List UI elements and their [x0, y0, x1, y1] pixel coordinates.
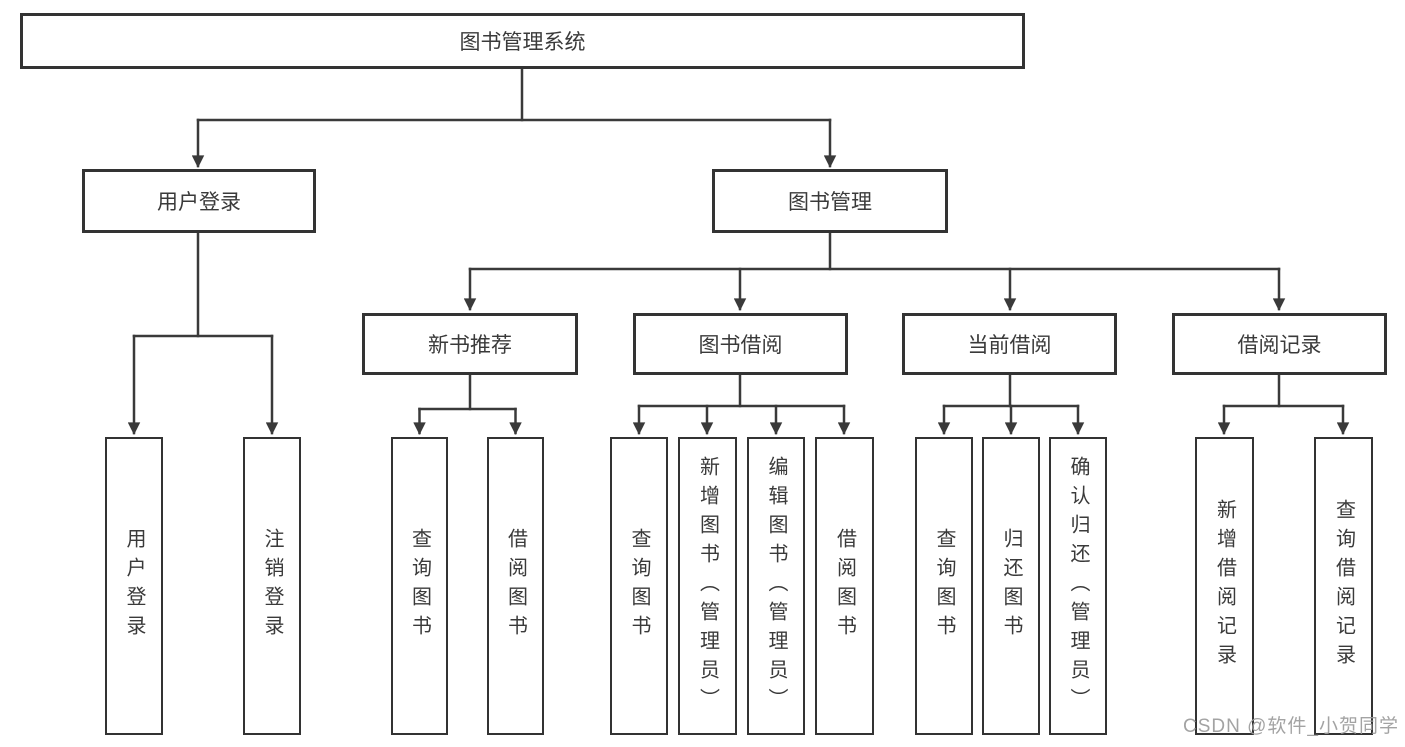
- leaf-query-books-borrowing-label: 查询图书: [628, 528, 650, 644]
- leaf-add-book-admin-label: 新增图书（管理员）: [696, 455, 719, 717]
- leaf-add-book-admin: 新增图书（管理员）: [678, 437, 737, 735]
- leaf-borrow-books-recommend-label: 借阅图书: [504, 528, 527, 644]
- leaf-borrow-books-borrowing-label: 借阅图书: [833, 528, 856, 644]
- node-book-borrowing: 图书借阅: [633, 313, 848, 375]
- leaf-add-borrow-record-label: 新增借阅记录: [1213, 499, 1236, 673]
- leaf-logout-login-label: 注销登录: [261, 528, 283, 644]
- leaf-query-borrow-record: 查询借阅记录: [1314, 437, 1373, 735]
- node-book-management: 图书管理: [712, 169, 948, 233]
- node-user-login: 用户登录: [82, 169, 316, 233]
- node-borrowing-records: 借阅记录: [1172, 313, 1387, 375]
- leaf-borrow-books-borrowing: 借阅图书: [815, 437, 874, 735]
- leaf-borrow-books-recommend: 借阅图书: [487, 437, 544, 735]
- leaf-confirm-return-admin: 确认归还（管理员）: [1049, 437, 1107, 735]
- leaf-query-borrow-record-label: 查询借阅记录: [1332, 499, 1355, 673]
- leaf-return-books: 归还图书: [982, 437, 1040, 735]
- node-new-book-recommendation: 新书推荐: [362, 313, 578, 375]
- leaf-query-books-current: 查询图书: [915, 437, 973, 735]
- leaf-add-borrow-record: 新增借阅记录: [1195, 437, 1254, 735]
- leaf-user-login: 用户登录: [105, 437, 163, 735]
- leaf-edit-book-admin: 编辑图书（管理员）: [747, 437, 805, 735]
- node-library-management-system: 图书管理系统: [20, 13, 1025, 69]
- leaf-query-books-recommend-label: 查询图书: [408, 528, 431, 644]
- leaf-edit-book-admin-label: 编辑图书（管理员）: [765, 455, 787, 717]
- node-current-borrowing: 当前借阅: [902, 313, 1117, 375]
- leaf-query-books-recommend: 查询图书: [391, 437, 448, 735]
- leaf-logout-login: 注销登录: [243, 437, 301, 735]
- leaf-user-login-label: 用户登录: [123, 528, 145, 644]
- csdn-watermark: CSDN @软件_小贺同学: [1183, 716, 1399, 737]
- leaf-confirm-return-admin-label: 确认归还（管理员）: [1067, 455, 1089, 717]
- leaf-query-books-borrowing: 查询图书: [610, 437, 668, 735]
- leaf-return-books-label: 归还图书: [1000, 528, 1022, 644]
- leaf-query-books-current-label: 查询图书: [933, 528, 955, 644]
